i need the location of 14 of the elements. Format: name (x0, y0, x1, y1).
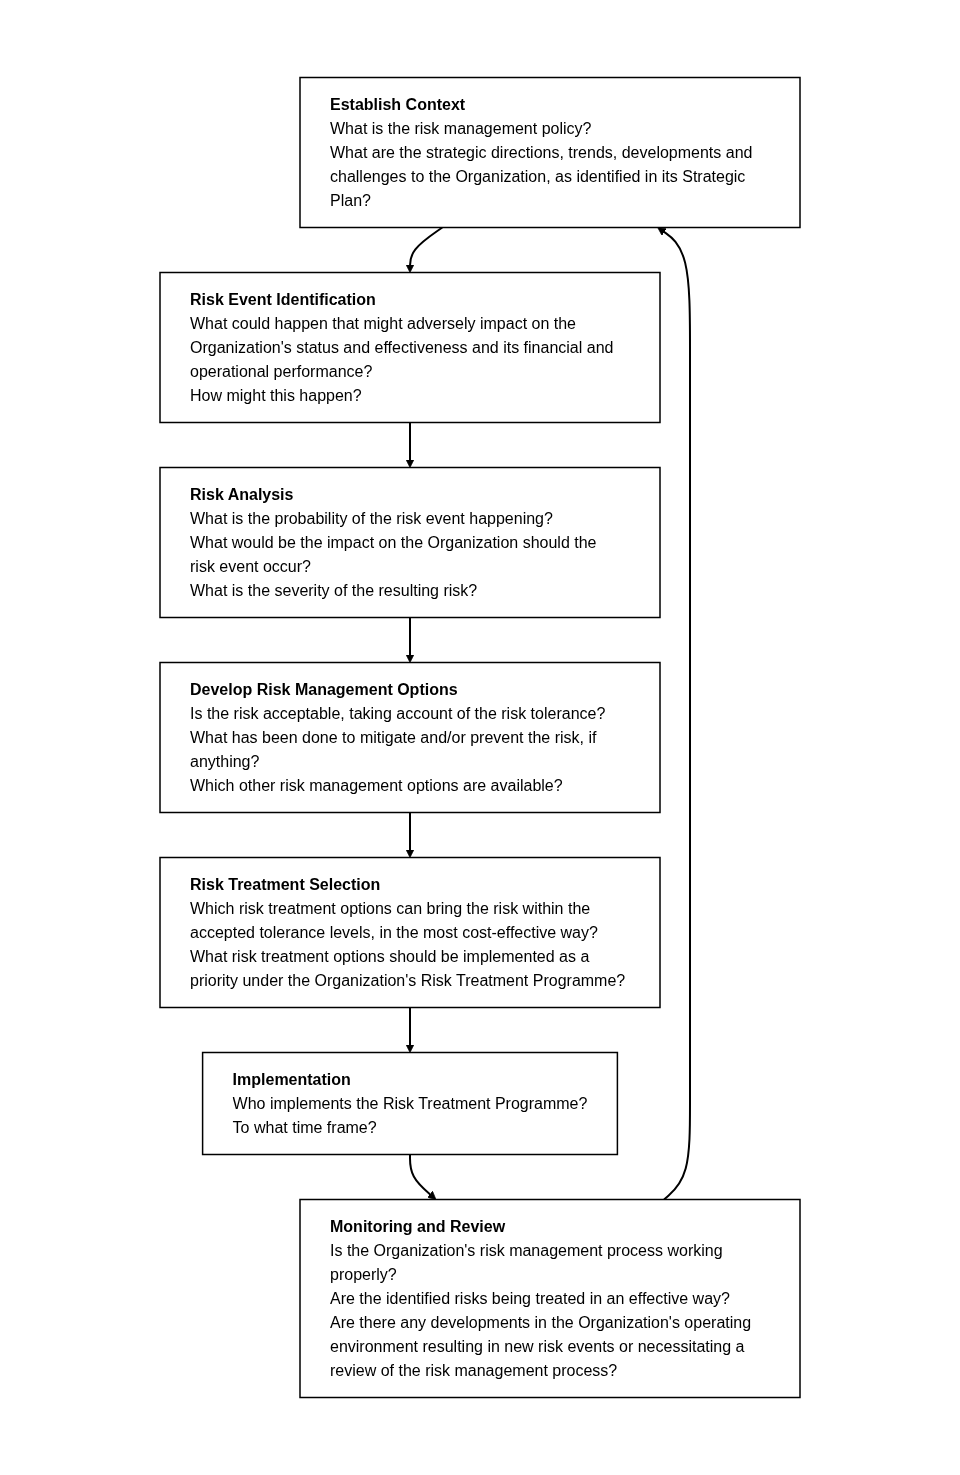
node-box: Establish Context What is the risk management policy? What are the strategic directions, trends, developments and challenges to the Organization, as identified in its Strategic Plan? (299, 76, 801, 229)
node-box: Risk Analysis What is the probability of the risk event happening? What would be the impact on the Organization should the risk event occur? What is the severity of the resulting risk? (159, 466, 661, 619)
arrow (405, 421, 415, 468)
arrow (405, 616, 415, 663)
node-box: Risk Treatment Selection Which risk treatment options can bring the risk within the accepted tolerance levels, in the most cost-effective way? What risk treatment options should be implemented as a priority under the Organization's Risk Treatment Programme? (159, 856, 661, 1009)
arrow (657, 227, 691, 1201)
node-box: Implementation Who implements the Risk Treatment Programme? To what time frame? (201, 1051, 619, 1156)
node-box: Develop Risk Management Options Is the risk acceptable, taking account of the risk tolerance? What has been done to mitigate and/or prevent the risk, if anything? Which other risk management options are available? (159, 661, 661, 814)
arrow (405, 1006, 415, 1053)
node-box: Risk Event Identification What could happen that might adversely impact on the Organization's status and effectiveness and its financial and operational performance? How might this happen? (159, 271, 661, 424)
arrow (405, 811, 415, 858)
arrow (405, 226, 444, 273)
node-box: Monitoring and Review Is the Organization's risk management process working properly? Are the identified risks being treated in an effective way? Are there any developments in the Organization's operating environment resulting in new risk events or necessitating a review of the risk management process? (299, 1198, 801, 1399)
arrow (409, 1153, 437, 1200)
